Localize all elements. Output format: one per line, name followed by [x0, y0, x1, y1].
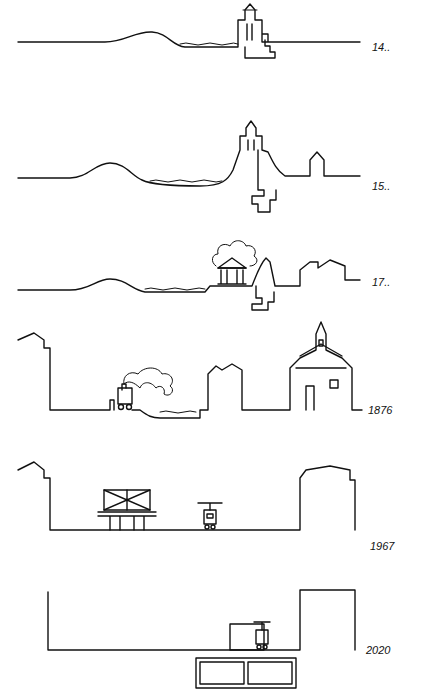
year-label: 14..: [372, 42, 390, 53]
section-1700s: [18, 241, 360, 310]
smoke: [124, 368, 173, 395]
tram: [256, 630, 268, 644]
locomotive: [118, 388, 132, 404]
section-1500s: [18, 121, 360, 212]
year-label: 1967: [370, 541, 394, 552]
year-label: 1876: [368, 405, 392, 416]
year-label: 2020: [366, 645, 390, 656]
year-label: 17..: [372, 277, 390, 288]
section-2020: [48, 590, 355, 688]
tram: [204, 510, 216, 524]
underground-station: [196, 658, 296, 688]
station-canopy: [104, 490, 150, 510]
section-1967: [18, 462, 355, 530]
section-1876: [18, 322, 362, 418]
year-label: 15..: [372, 181, 390, 192]
section-1400s: [18, 4, 360, 58]
